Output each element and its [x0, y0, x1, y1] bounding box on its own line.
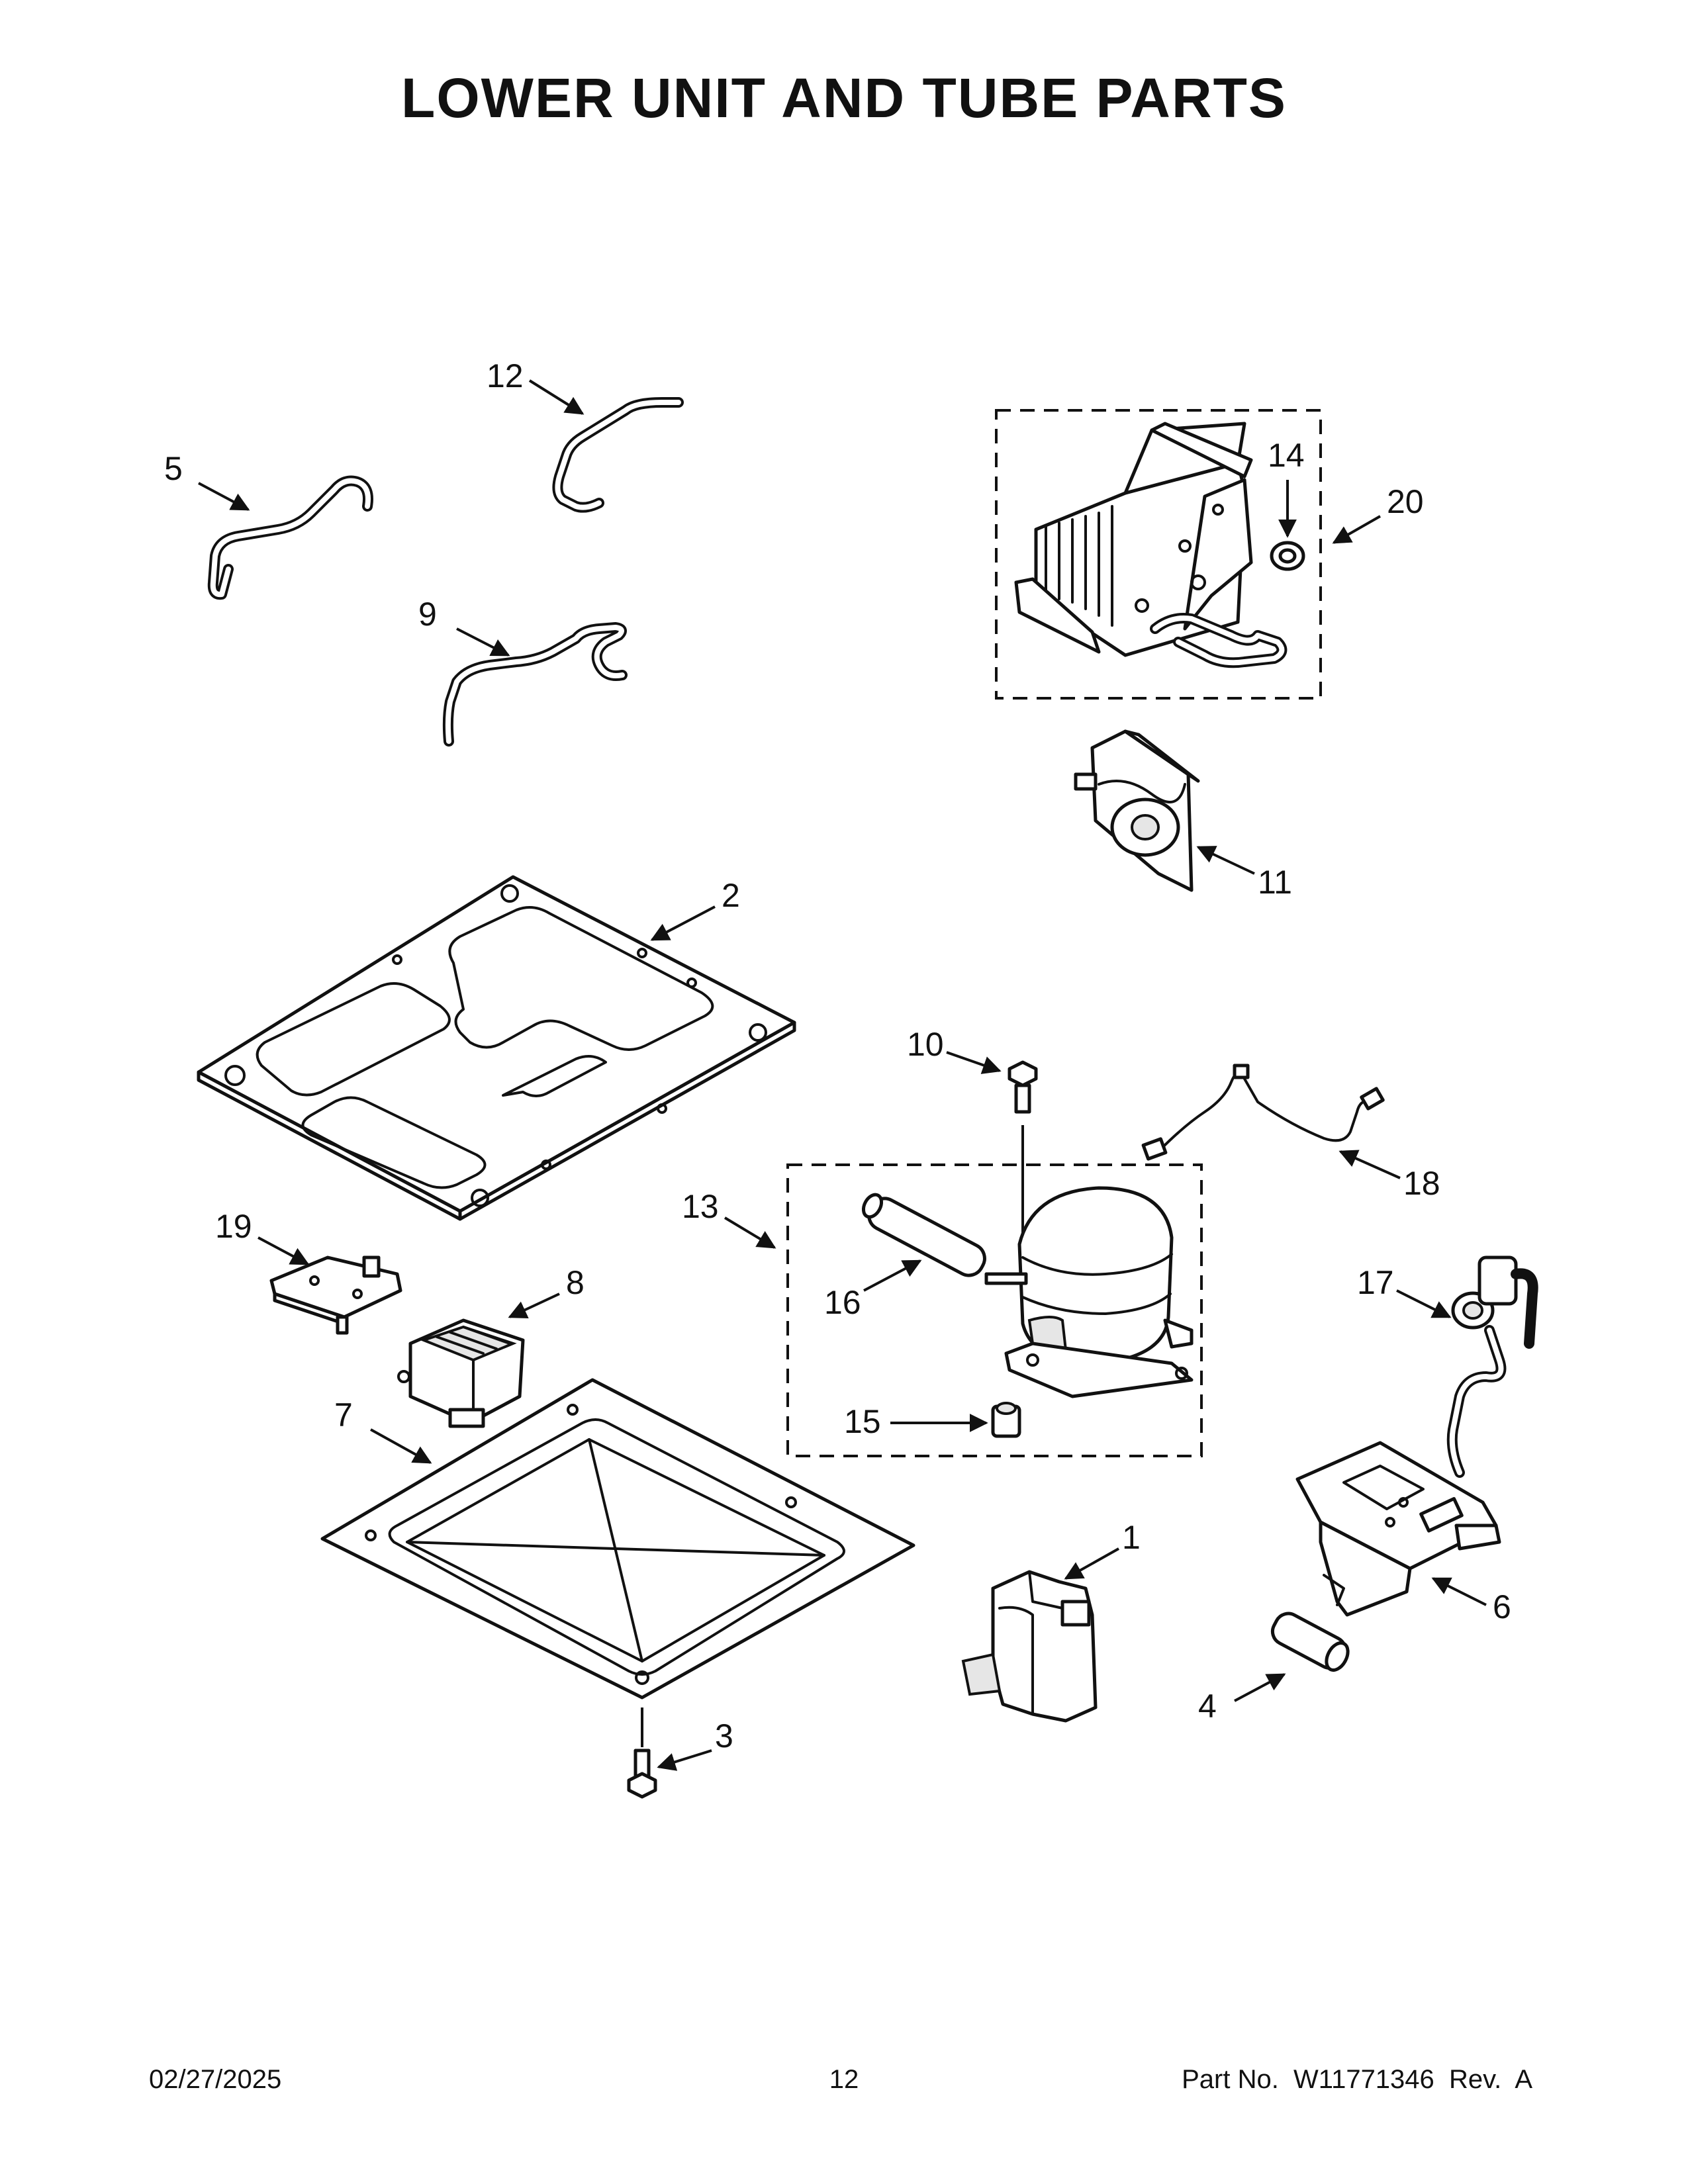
callout-11: 11 [1258, 864, 1292, 901]
part-17-hose [1446, 1255, 1538, 1478]
callout-4: 4 [1198, 1688, 1217, 1725]
leader-19 [258, 1236, 310, 1265]
part-2-base-pan [197, 875, 796, 1221]
part-15-grommet [991, 1402, 1021, 1438]
footer-page-number: 12 [829, 2065, 859, 2094]
callout-17: 17 [1357, 1264, 1394, 1301]
leader-16 [863, 1259, 922, 1292]
callout-8: 8 [566, 1264, 585, 1301]
callout-16: 16 [824, 1284, 861, 1321]
footer-part-number: Part No. W11771346 Rev. A [1182, 2065, 1532, 2094]
callout-20: 20 [1387, 483, 1424, 520]
leader-17 [1396, 1289, 1452, 1318]
callout-5: 5 [164, 450, 183, 487]
part-4-spacer [1270, 1612, 1350, 1672]
part-1-electrical-cover [961, 1570, 1098, 1723]
leader-18 [1338, 1150, 1401, 1179]
part-11-fan-assembly [1074, 729, 1200, 892]
part-20-group-box [995, 409, 1322, 700]
part-20-evaporator-assembly [1014, 422, 1288, 668]
leader-1 [1064, 1547, 1119, 1580]
part-5-tube [207, 475, 373, 600]
callout-14: 14 [1268, 437, 1305, 474]
part-8-control-module [397, 1318, 525, 1428]
part-13-compressor [984, 1186, 1194, 1398]
callout-7: 7 [334, 1396, 353, 1433]
leader-7 [370, 1428, 432, 1464]
part-6-tray [1295, 1441, 1501, 1617]
callout-15: 15 [844, 1403, 881, 1440]
leader-8 [508, 1293, 560, 1319]
callout-19: 19 [215, 1208, 252, 1245]
callout-3: 3 [715, 1717, 733, 1754]
callout-6: 6 [1493, 1588, 1511, 1625]
leader-20 [1332, 515, 1381, 544]
leader-10 [946, 1051, 1002, 1074]
callout-1: 1 [1122, 1519, 1141, 1556]
part-19-bracket [269, 1255, 402, 1335]
leader-3 [657, 1749, 712, 1771]
callout-2: 2 [722, 877, 740, 914]
callout-10: 10 [907, 1026, 944, 1063]
part-9-tube [442, 622, 628, 747]
part-13-group-box [786, 1163, 1203, 1457]
evaporator-fins [1045, 505, 1113, 627]
leader-4 [1234, 1673, 1286, 1702]
leader-2 [650, 905, 716, 941]
part-7-cover-plate [320, 1378, 915, 1700]
callout-9: 9 [418, 596, 437, 633]
leader-6 [1431, 1577, 1487, 1606]
leader-13 [724, 1216, 776, 1249]
part-14-grommet [1270, 541, 1305, 571]
part-16-drier [861, 1193, 986, 1277]
page-title: LOWER UNIT AND TUBE PARTS [401, 67, 1287, 129]
leader-11 [1196, 846, 1255, 875]
part-3-screw [627, 1707, 657, 1799]
leader-5 [198, 482, 250, 511]
part-18-wire-harness [1141, 1064, 1385, 1161]
part-12-tube [552, 397, 684, 513]
callout-12: 12 [487, 357, 524, 394]
leader-9 [456, 627, 510, 657]
leader-12 [528, 379, 585, 415]
callout-13: 13 [682, 1188, 719, 1225]
callout-18: 18 [1403, 1165, 1440, 1202]
footer-date: 02/27/2025 [149, 2065, 282, 2094]
